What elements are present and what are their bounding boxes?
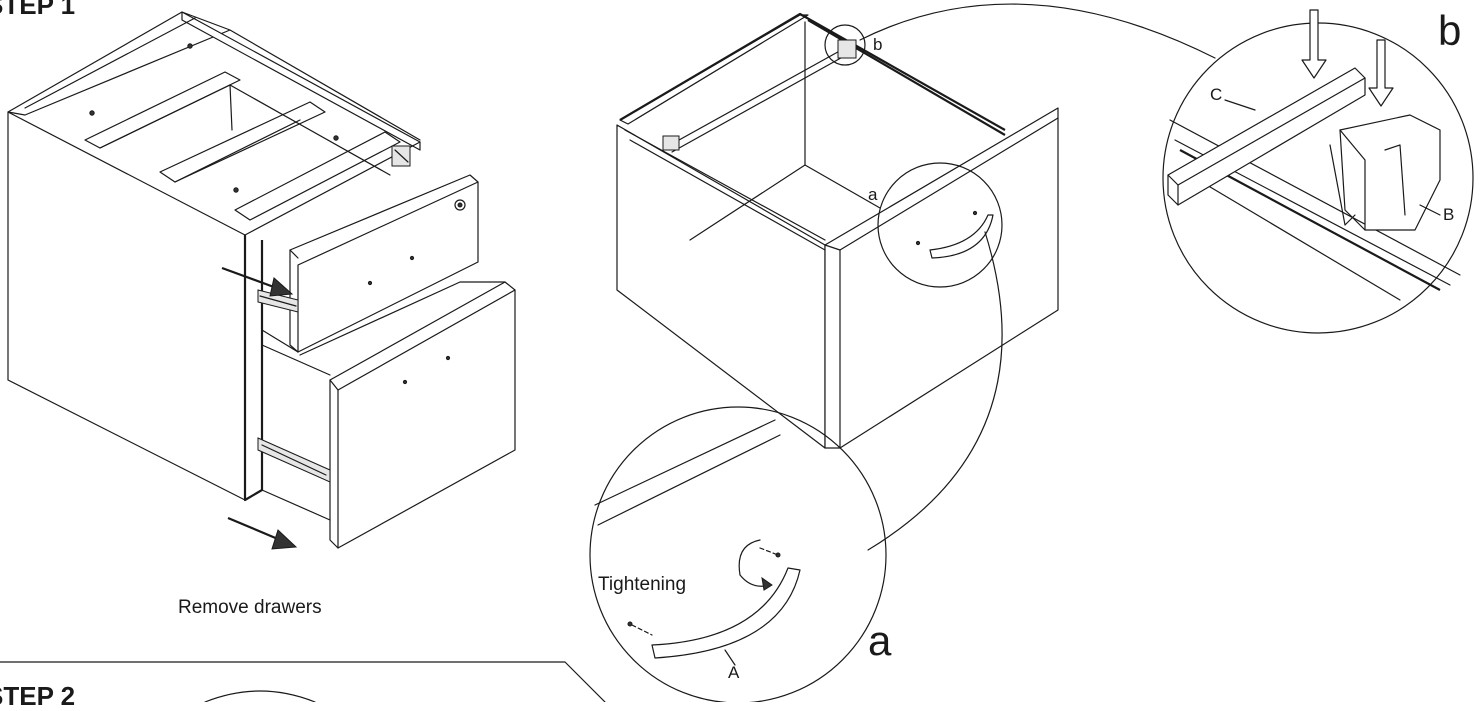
part-label-C: C — [1210, 85, 1223, 104]
detail-a-illustration — [589, 406, 887, 702]
callout-a-small: a — [868, 185, 878, 204]
callout-b-small: b — [873, 35, 883, 54]
part-label-A: A — [728, 663, 740, 682]
leader-line-b — [859, 3, 1216, 59]
detail-b-illustration — [1162, 9, 1474, 334]
step1-title: STEP 1 — [0, 0, 76, 20]
callout-a-big: a — [868, 617, 892, 664]
tightening-label: Tightening — [598, 574, 687, 595]
cabinet-illustration — [7, 11, 516, 550]
callout-b-big: b — [1438, 7, 1462, 54]
step2-frame — [0, 661, 606, 702]
step2-title: STEP 2 — [0, 681, 76, 711]
remove-drawers-caption: Remove drawers — [178, 597, 322, 618]
leader-line-a — [867, 231, 1003, 551]
part-label-B: B — [1443, 205, 1455, 224]
drawer-box-illustration — [616, 12, 1059, 449]
